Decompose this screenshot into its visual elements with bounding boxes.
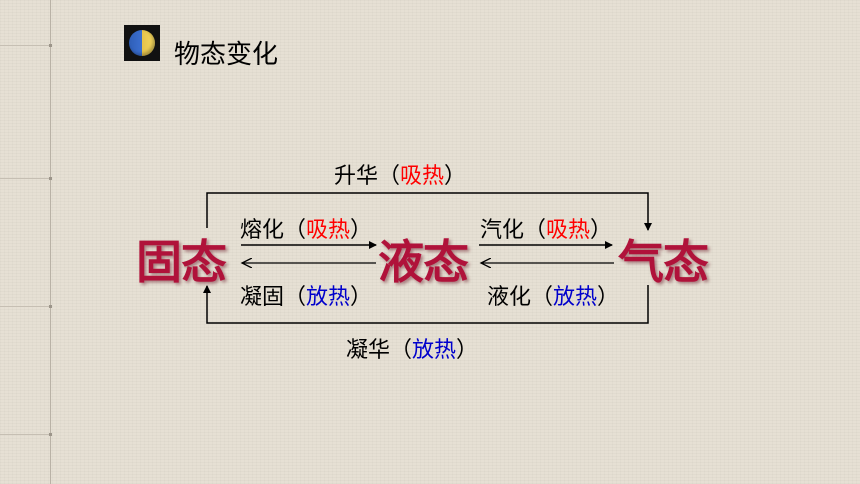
deposition-label: 凝华（放热） [346, 338, 479, 363]
ruler-tick [0, 177, 52, 180]
margin-line [50, 0, 51, 484]
liquefaction-label: 液化（放热） [487, 285, 620, 310]
sublimation-arrow [206, 192, 652, 231]
ruler-tick [0, 433, 52, 436]
melting-label: 熔化（吸热） [240, 218, 373, 243]
sublimation-label: 升华（吸热） [334, 164, 467, 189]
state-solid: 固态 [136, 235, 227, 289]
state-liquid: 液态 [378, 235, 469, 289]
page-title: 物态变化 [174, 40, 279, 70]
vaporization-label: 汽化（吸热） [480, 218, 613, 243]
ruler-tick [0, 305, 52, 308]
bullet-globe-icon [124, 25, 160, 61]
solidification-label: 凝固（放热） [240, 285, 373, 310]
state-gas: 气态 [618, 235, 709, 289]
deposition-arrow [203, 285, 649, 324]
ruler-tick [0, 44, 52, 47]
